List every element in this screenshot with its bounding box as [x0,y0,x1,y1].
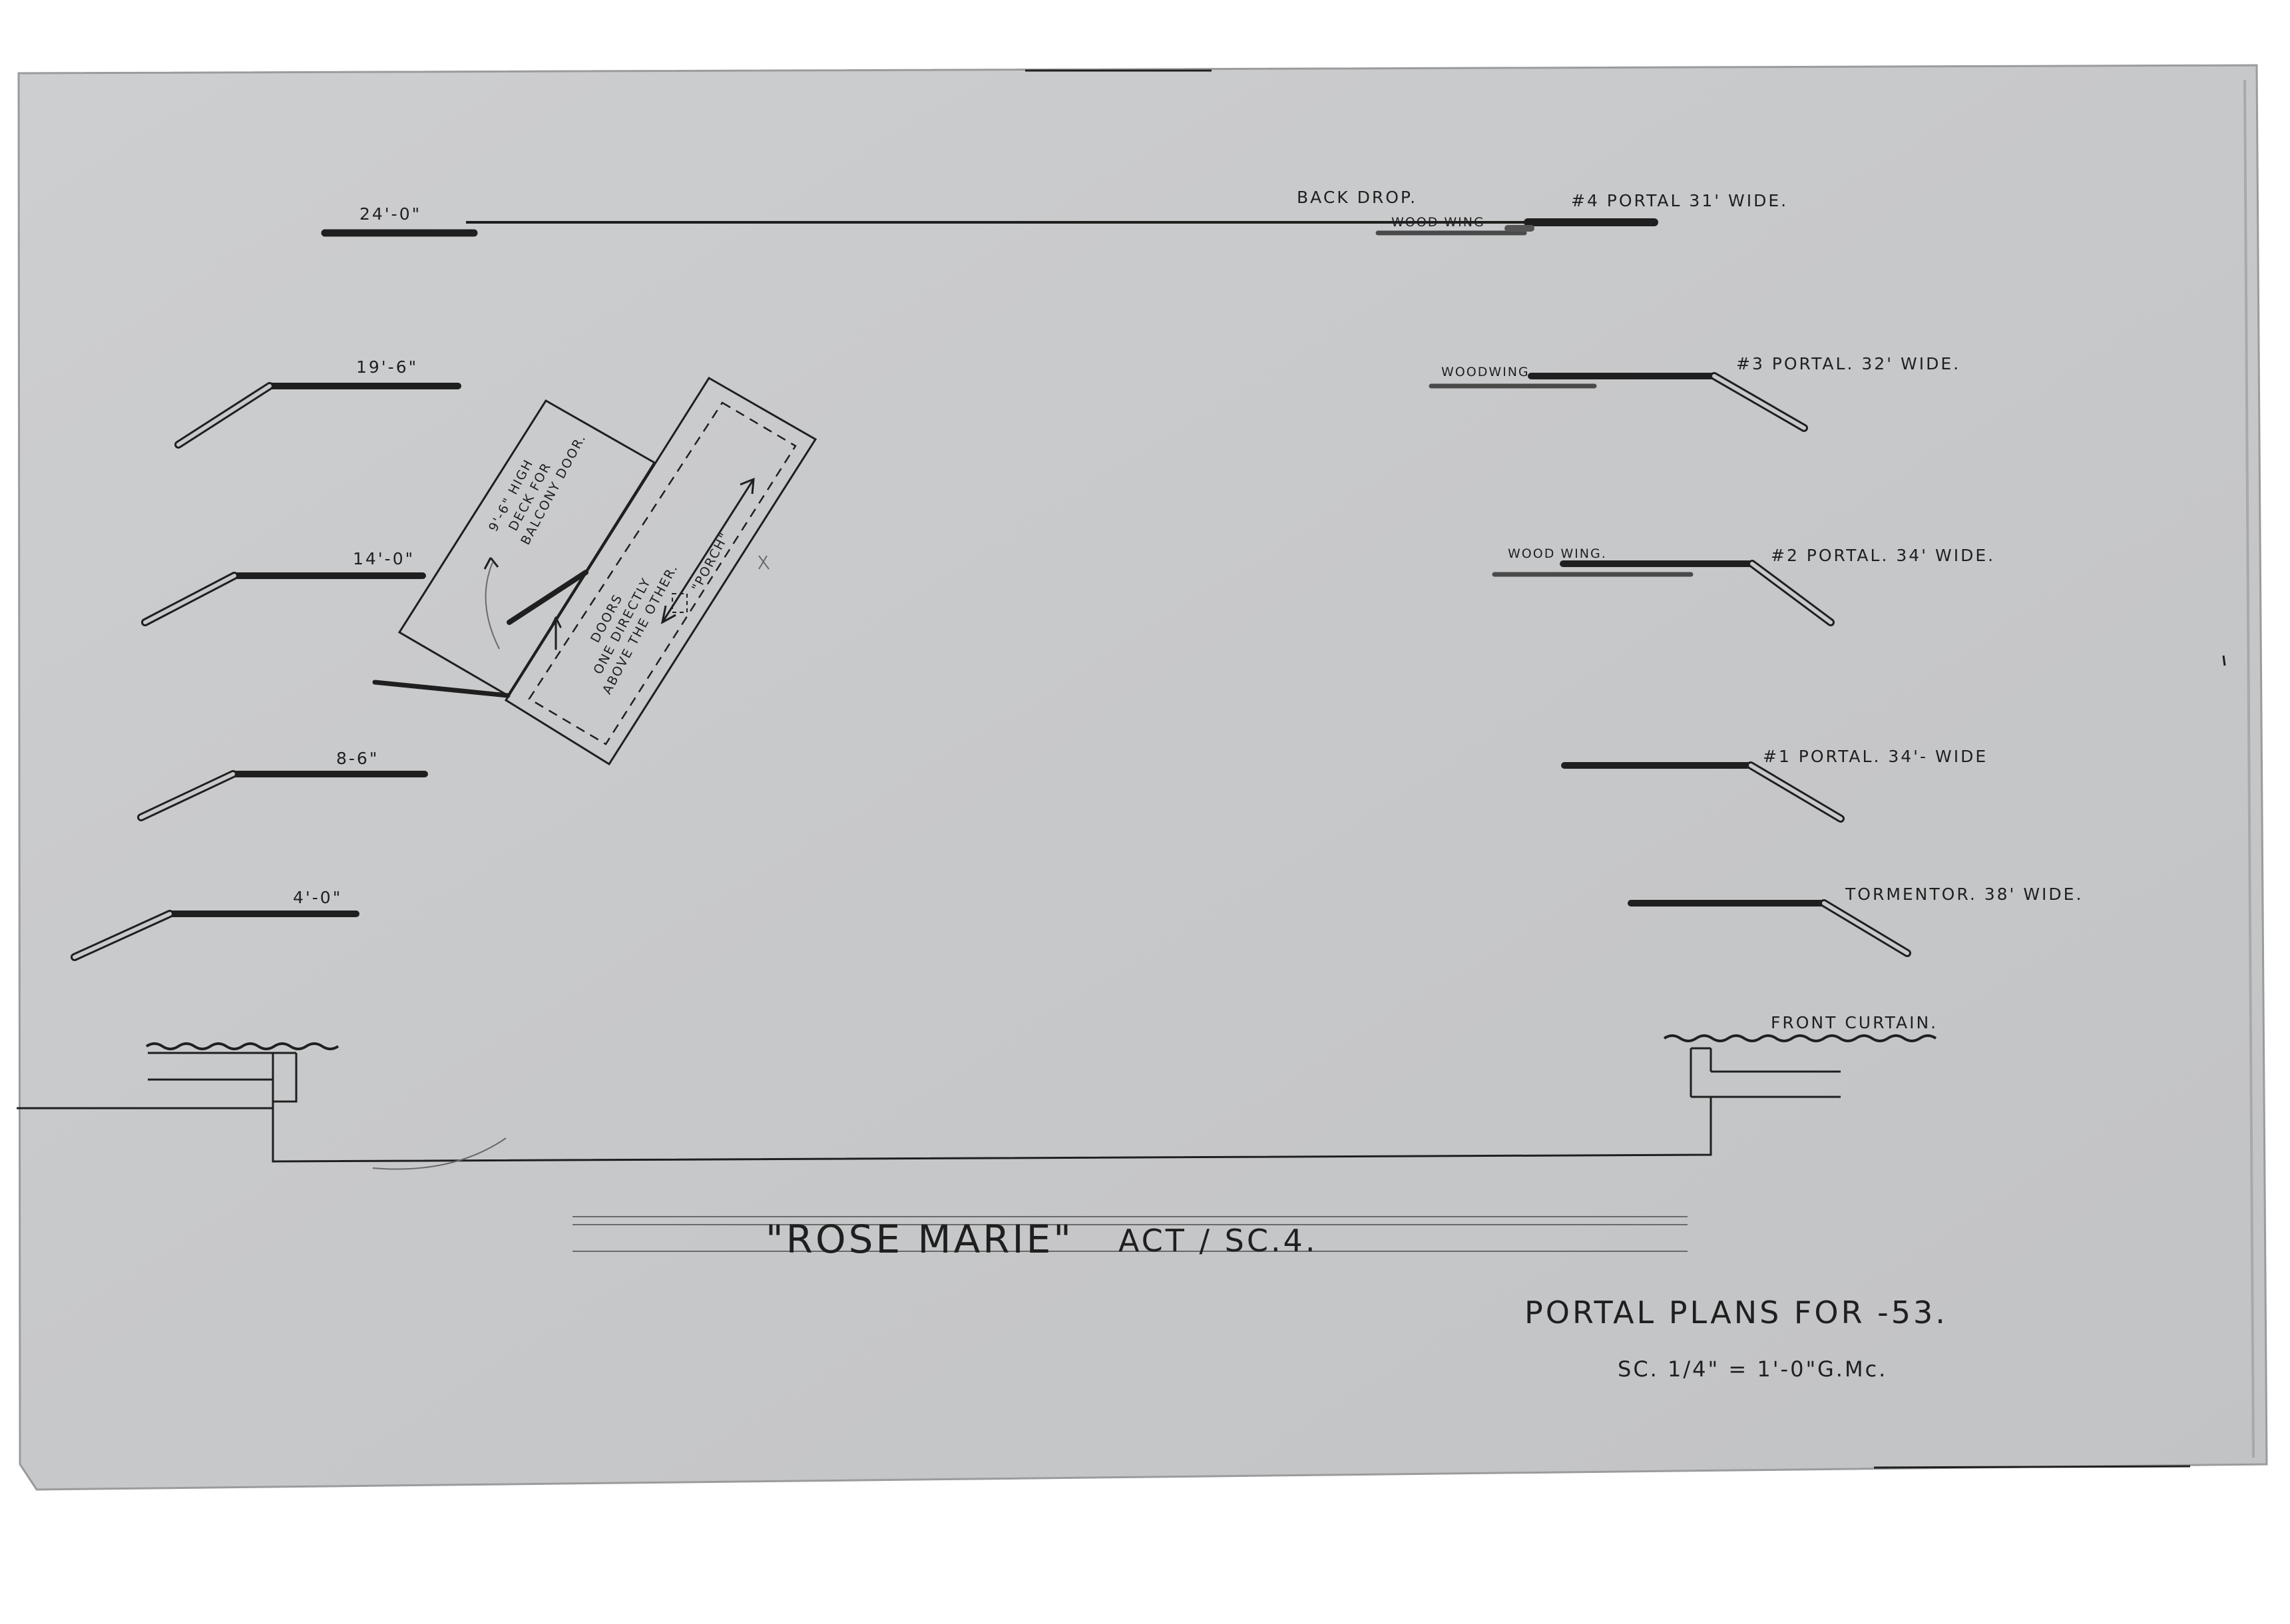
depth-label-14: 14'-0" [353,549,415,568]
door-walls [372,570,588,698]
portal-1-label: #1 PORTAL. 34'- WIDE [1763,747,1988,766]
paper-edge-shadow [2243,79,2255,1458]
front-curtain-right [1663,1034,1937,1098]
porch-arrow [660,477,755,624]
portal-4-label: #4 PORTAL 31' WIDE. [1571,191,1788,210]
depth-label-8: 8-6" [336,749,379,768]
portal-3-label: #3 PORTAL. 32' WIDE. [1736,354,1960,373]
tormentor-label: TORMENTOR. 38' WIDE. [1845,885,2083,904]
pencil-mark-porch [758,555,770,570]
backdrop-label: BACK DROP. [1297,188,1417,207]
front-curtain-label: FRONT CURTAIN. [1771,1013,1938,1032]
left-flats [71,229,478,961]
stage-edge [17,1097,1712,1163]
plan-title: PORTAL PLANS FOR -53. [1524,1295,1948,1330]
wood-wing-3-label: WOODWING [1441,365,1530,379]
portal-2-label: #2 PORTAL. 34' WIDE. [1771,546,1995,565]
show-title: "ROSE MARIE" [766,1217,1074,1262]
depth-label-4: 4'-0" [293,888,342,907]
right-portals [1375,218,1911,957]
initials: G.Mc. [1817,1356,1887,1382]
depth-label-19: 19'-6" [356,357,418,377]
title-rules [572,1216,1688,1252]
wood-wing-2-label: WOOD WING. [1508,546,1607,561]
edge-mark-right [2222,655,2226,666]
depth-label-24: 24'-0" [359,204,421,224]
pencil-arc-stage [372,1137,507,1170]
front-curtain-left [145,1042,340,1103]
act-scene: ACT / SC.4. [1118,1223,1317,1259]
edge-mark-bottom [1873,1465,2191,1469]
wood-wing-4-label: WOOD WING [1391,215,1485,230]
scale-note: SC. 1/4" = 1'-0" [1618,1356,1817,1382]
